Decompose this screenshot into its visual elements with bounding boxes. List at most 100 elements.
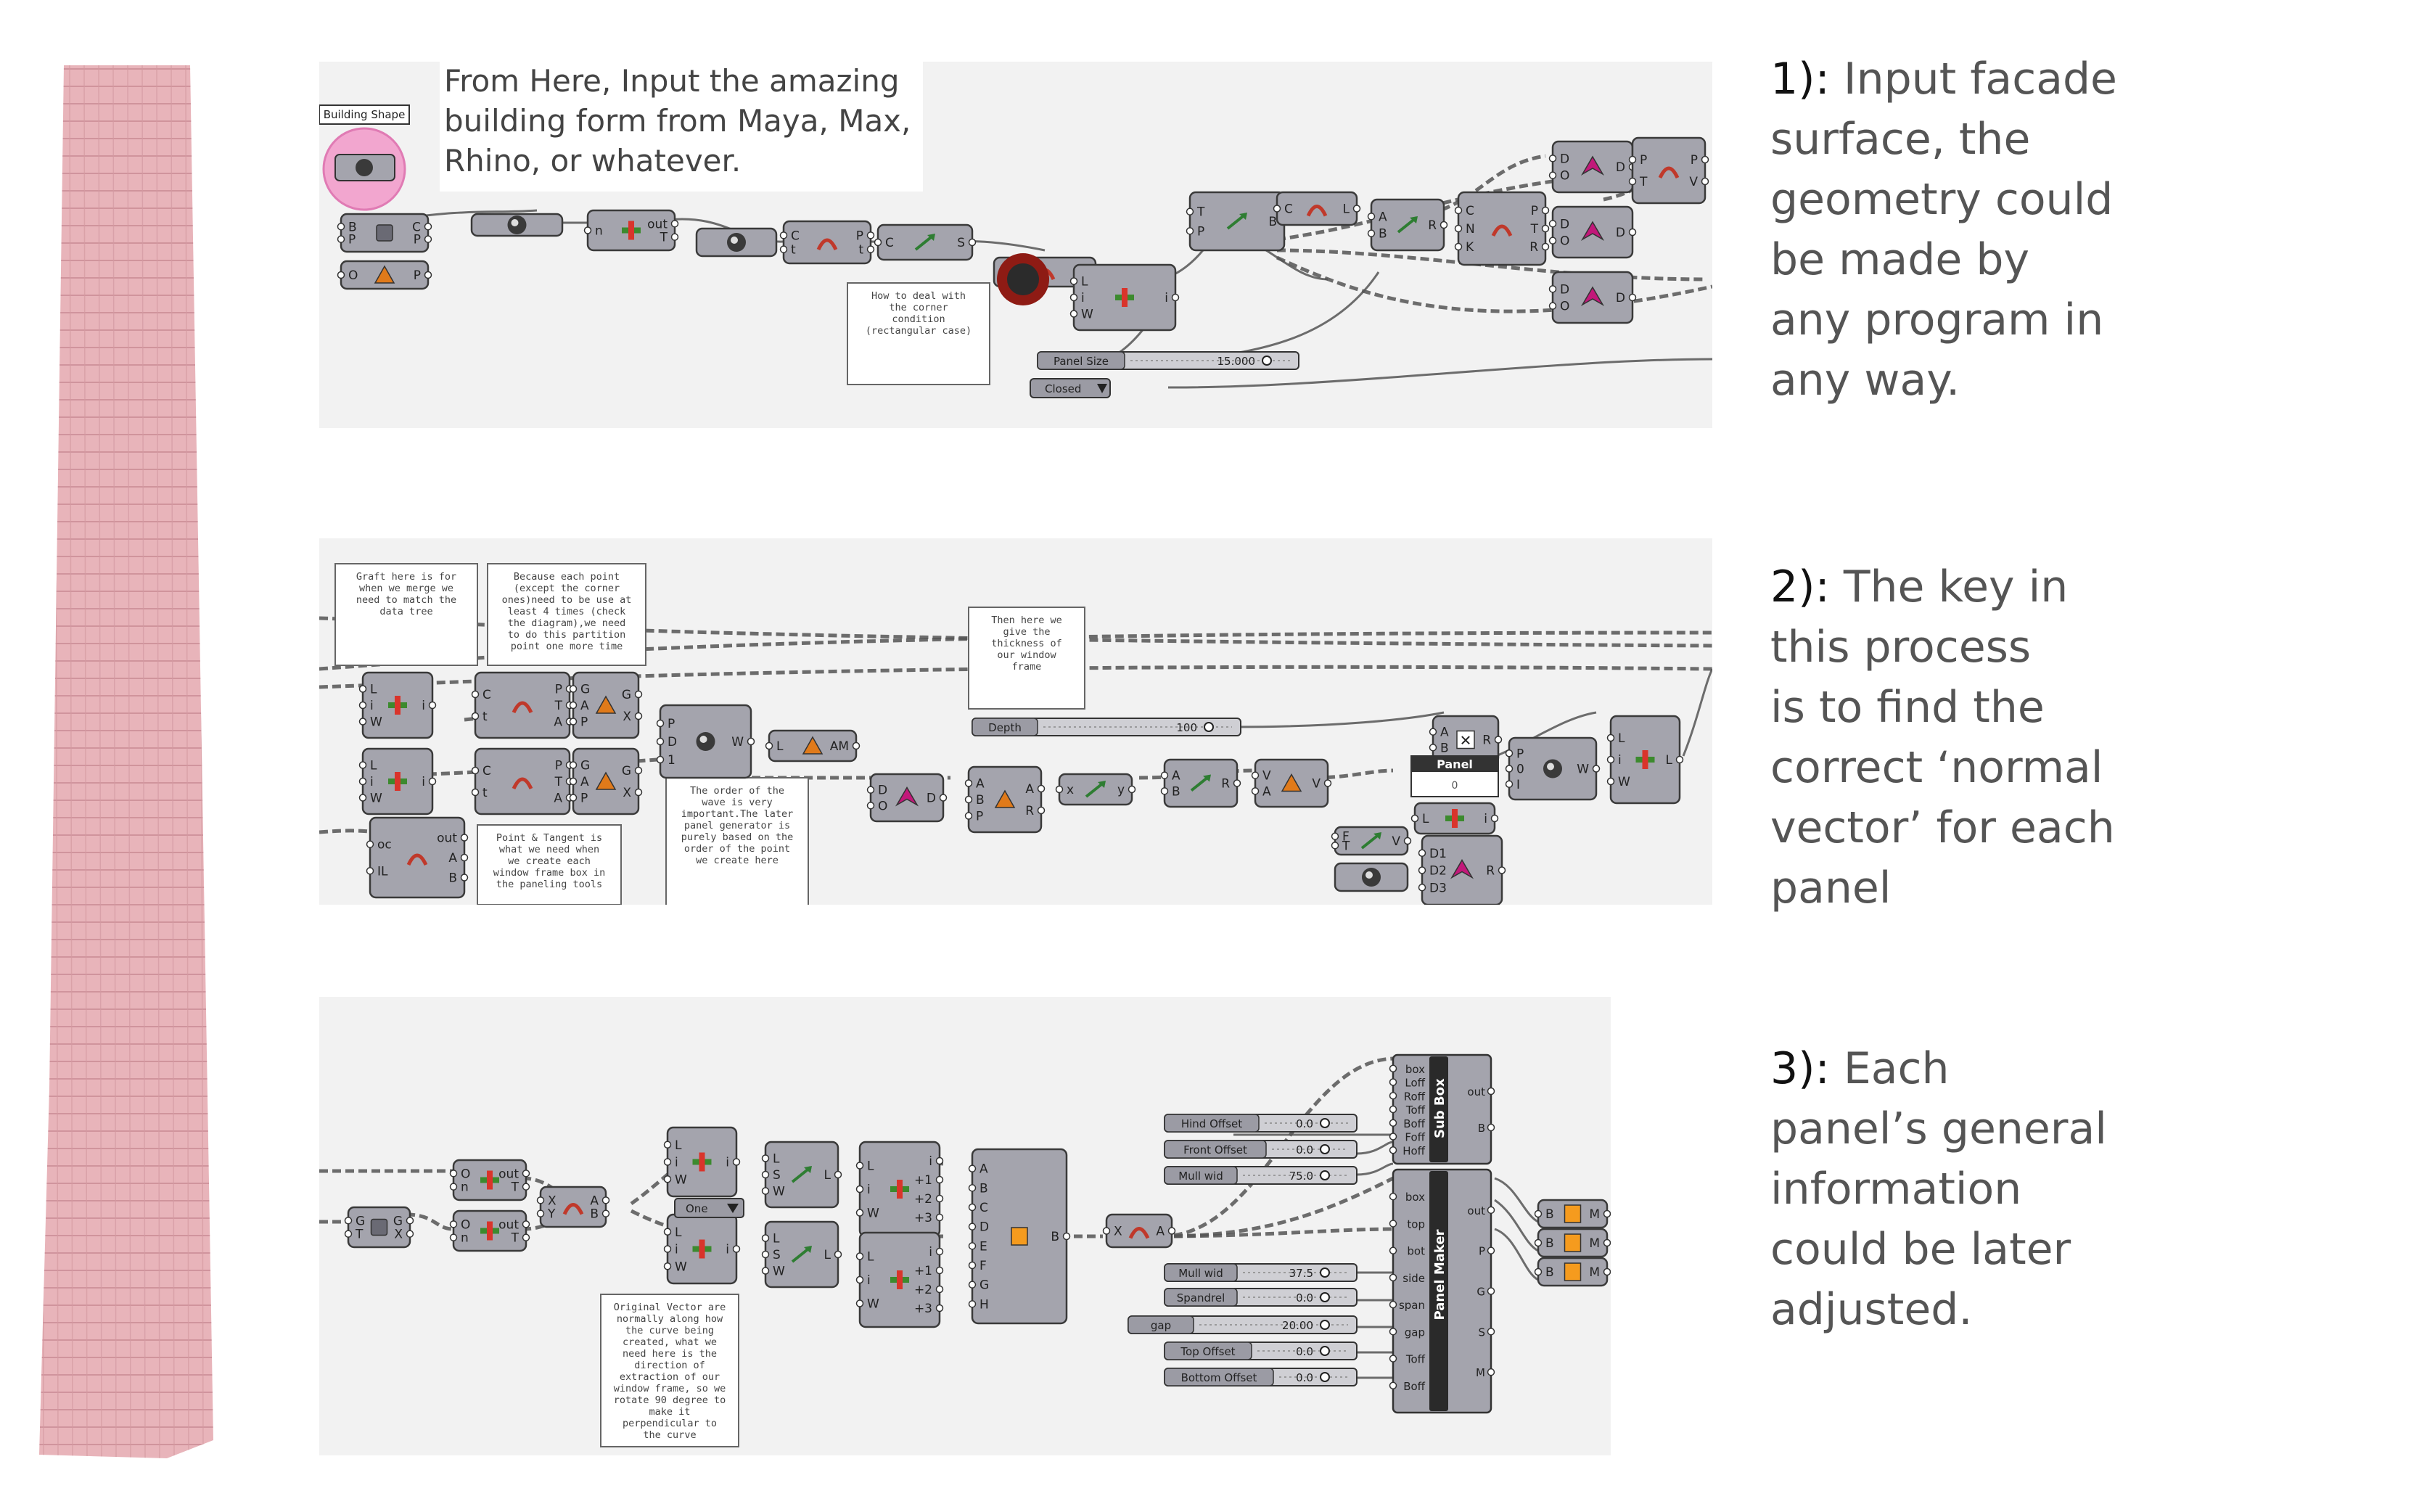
output-grip[interactable] xyxy=(1541,242,1550,251)
slider-handle[interactable] xyxy=(1320,1372,1330,1382)
output-grip[interactable] xyxy=(1403,837,1412,845)
input-grip[interactable] xyxy=(855,1185,864,1193)
output-grip[interactable] xyxy=(747,737,755,746)
input-grip[interactable] xyxy=(569,761,578,769)
input-grip[interactable] xyxy=(855,1162,864,1170)
input-grip[interactable] xyxy=(1389,1220,1397,1228)
input-grip[interactable] xyxy=(536,1196,545,1204)
input-grip[interactable] xyxy=(1606,734,1615,742)
output-grip[interactable] xyxy=(732,1245,741,1253)
input-grip[interactable] xyxy=(449,1183,458,1191)
output-grip[interactable] xyxy=(1487,1206,1495,1215)
output-grip[interactable] xyxy=(732,1158,741,1166)
input-grip[interactable] xyxy=(569,685,578,693)
input-grip[interactable] xyxy=(1628,177,1637,186)
input-grip[interactable] xyxy=(1186,227,1194,235)
input-grip[interactable] xyxy=(1454,224,1463,233)
input-grip[interactable] xyxy=(1628,155,1637,164)
input-grip[interactable] xyxy=(1389,1105,1397,1114)
component-node[interactable]: DOD xyxy=(1548,140,1637,194)
input-grip[interactable] xyxy=(1389,1133,1397,1141)
slider-handle[interactable] xyxy=(1262,356,1272,366)
output-grip[interactable] xyxy=(522,1220,530,1228)
output-grip[interactable] xyxy=(1603,1209,1611,1218)
output-grip[interactable] xyxy=(1490,814,1499,823)
input-grip[interactable] xyxy=(337,223,345,231)
input-grip[interactable] xyxy=(761,1187,770,1195)
output-grip[interactable] xyxy=(1037,784,1046,793)
input-grip[interactable] xyxy=(337,235,345,243)
input-grip[interactable] xyxy=(1389,1246,1397,1254)
input-grip[interactable] xyxy=(358,685,367,693)
input-grip[interactable] xyxy=(1389,1078,1397,1086)
value-list-body[interactable] xyxy=(1030,378,1111,398)
output-grip[interactable] xyxy=(935,1285,944,1294)
input-grip[interactable] xyxy=(779,231,788,239)
input-grip[interactable] xyxy=(569,718,578,726)
output-grip[interactable] xyxy=(1701,177,1709,186)
radial-gauge-node[interactable] xyxy=(997,253,1049,305)
input-grip[interactable] xyxy=(1534,1238,1543,1247)
component-node[interactable]: DOD xyxy=(1548,205,1637,259)
output-grip[interactable] xyxy=(935,1175,944,1184)
input-grip[interactable] xyxy=(471,690,480,699)
output-grip[interactable] xyxy=(634,690,643,699)
output-grip[interactable] xyxy=(935,1156,944,1165)
input-grip[interactable] xyxy=(656,719,665,728)
input-grip[interactable] xyxy=(1055,785,1064,794)
output-grip[interactable] xyxy=(1323,779,1332,787)
input-grip[interactable] xyxy=(1454,206,1463,215)
input-grip[interactable] xyxy=(1418,866,1426,874)
input-grip[interactable] xyxy=(779,245,788,253)
output-grip[interactable] xyxy=(939,794,948,802)
input-grip[interactable] xyxy=(569,701,578,710)
input-grip[interactable] xyxy=(656,755,665,764)
output-grip[interactable] xyxy=(1628,293,1637,302)
output-grip[interactable] xyxy=(935,1247,944,1256)
input-grip[interactable] xyxy=(1548,171,1557,179)
input-grip[interactable] xyxy=(1367,229,1376,237)
input-grip[interactable] xyxy=(1389,1273,1397,1282)
output-grip[interactable] xyxy=(1487,1368,1495,1376)
input-grip[interactable] xyxy=(964,779,973,787)
note-partition[interactable]: Because each point(except the cornerones… xyxy=(487,563,646,666)
slider-handle[interactable] xyxy=(1320,1170,1330,1180)
output-grip[interactable] xyxy=(1675,755,1684,764)
input-grip[interactable] xyxy=(663,1228,672,1236)
output-grip[interactable] xyxy=(1603,1238,1611,1247)
input-grip[interactable] xyxy=(761,1234,770,1242)
output-grip[interactable] xyxy=(406,1217,414,1225)
input-grip[interactable] xyxy=(968,1203,977,1212)
input-grip[interactable] xyxy=(663,1141,672,1149)
input-grip[interactable] xyxy=(358,761,367,769)
input-grip[interactable] xyxy=(761,1267,770,1275)
output-grip[interactable] xyxy=(1440,221,1448,229)
input-grip[interactable] xyxy=(471,712,480,720)
input-grip[interactable] xyxy=(1389,1119,1397,1127)
input-grip[interactable] xyxy=(761,1250,770,1259)
output-grip[interactable] xyxy=(601,1196,610,1204)
output-grip[interactable] xyxy=(1628,228,1637,237)
component-node[interactable]: DOD xyxy=(866,773,948,823)
input-grip[interactable] xyxy=(1429,744,1437,752)
input-grip[interactable] xyxy=(1534,1209,1543,1218)
